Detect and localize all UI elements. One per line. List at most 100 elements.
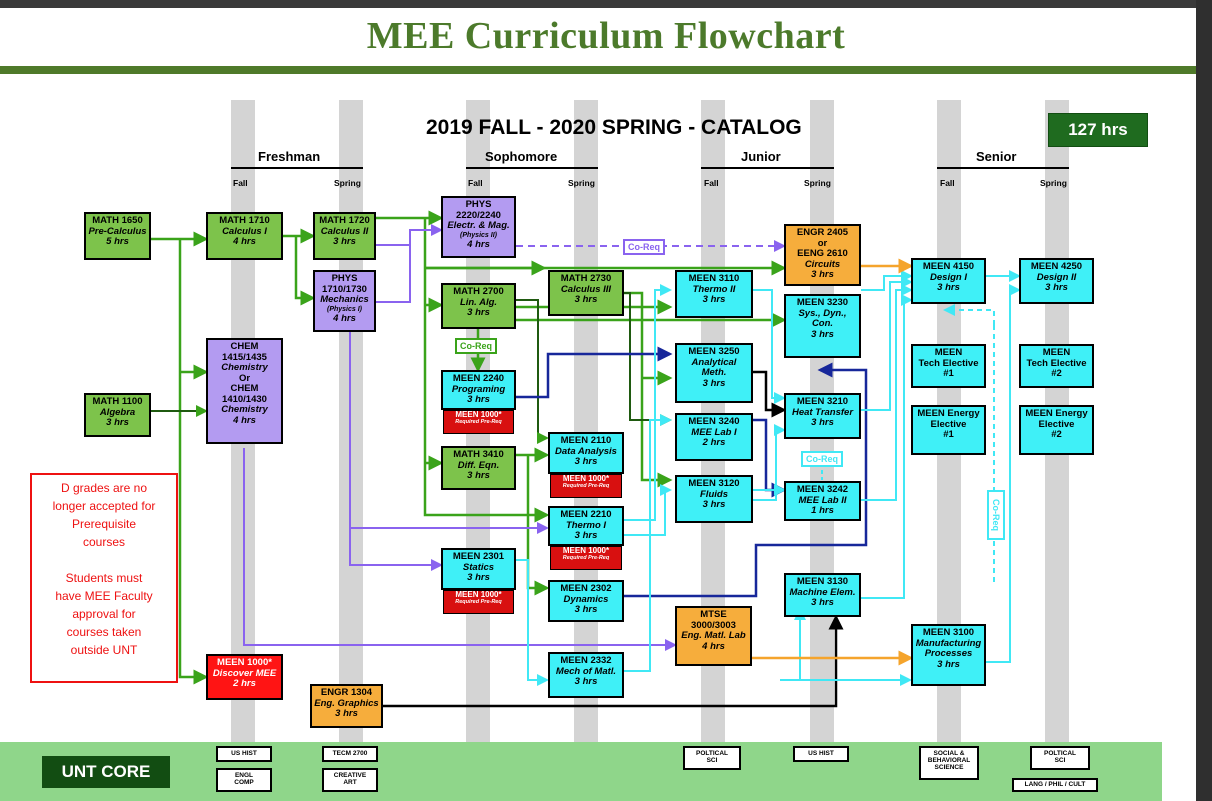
course-line: Or <box>238 372 251 384</box>
course-meen3242[interactable]: MEEN 3242 MEE Lab II 1 hrs <box>784 481 861 521</box>
coreq-label: Co-Req <box>455 338 497 354</box>
tag-code: MEEN 1000* <box>455 410 502 419</box>
course-name: Machine Elem. <box>789 586 856 598</box>
course-energy-elective-2[interactable]: MEEN Energy Elective #2 <box>1019 405 1094 455</box>
course-tech-elective-2[interactable]: MEEN Tech Elective #2 <box>1019 344 1094 388</box>
course-phys2220[interactable]: PHYS 2220/2240 Electr. & Mag. (Physics I… <box>441 196 516 258</box>
course-code: MEEN 2302 <box>560 583 612 594</box>
course-hours: 3 hrs <box>811 417 834 428</box>
course-meen2240[interactable]: MEEN 2240 Programing 3 hrs <box>441 370 516 410</box>
course-code: MEEN 3210 <box>796 396 849 407</box>
course-code: MEEN 4250 <box>1030 261 1083 272</box>
course-code: MEEN 3242 <box>796 484 849 495</box>
course-meen3100[interactable]: MEEN 3100 Manufacturing Processes 3 hrs <box>911 624 986 686</box>
year-junior: Junior <box>741 149 781 164</box>
note-line: Students must <box>65 571 143 585</box>
course-math2730[interactable]: MATH 2730 Calculus III 3 hrs <box>548 270 624 316</box>
course-meen1000[interactable]: MEEN 1000* Discover MEE 2 hrs <box>206 654 283 700</box>
core-lang: LANG / PHIL / CULT <box>1012 778 1098 792</box>
course-hours: 3 hrs <box>574 294 598 305</box>
top-bar <box>0 0 1196 8</box>
course-line: 1415/1435 <box>222 351 267 363</box>
course-hours: 2 hrs <box>233 678 256 689</box>
term-spring: Spring <box>334 178 361 188</box>
course-energy-elective-1[interactable]: MEEN Energy Elective #1 <box>911 405 986 455</box>
course-meen4250[interactable]: MEEN 4250 Design II 3 hrs <box>1019 258 1094 304</box>
course-engr1304[interactable]: ENGR 1304 Eng. Graphics 3 hrs <box>310 684 383 728</box>
course-meen2210[interactable]: MEEN 2210 Thermo I 3 hrs <box>548 506 624 546</box>
course-math1720[interactable]: MATH 1720 Calculus II 3 hrs <box>313 212 376 260</box>
course-line: Tech Elective <box>918 357 979 369</box>
course-meen3240[interactable]: MEEN 3240 MEE Lab I 2 hrs <box>675 413 753 461</box>
course-math3410[interactable]: MATH 3410 Diff. Eqn. 3 hrs <box>441 446 516 490</box>
course-math2700[interactable]: MATH 2700 Lin. Alg. 3 hrs <box>441 283 516 329</box>
course-meen3110[interactable]: MEEN 3110 Thermo II 3 hrs <box>675 270 753 318</box>
scrollbar[interactable] <box>1196 0 1212 801</box>
course-hours: 3 hrs <box>574 676 598 687</box>
course-meen2301[interactable]: MEEN 2301 Statics 3 hrs <box>441 548 516 590</box>
course-name: Electr. & Mag. <box>447 220 510 231</box>
course-hours: 3 hrs <box>574 604 598 615</box>
note-line: courses taken <box>66 625 142 639</box>
course-hours: 3 hrs <box>467 470 490 481</box>
course-name: Calculus II <box>320 225 369 237</box>
course-math1100[interactable]: MATH 1100 Algebra 3 hrs <box>84 393 151 437</box>
course-hours: 3 hrs <box>335 708 358 719</box>
year-senior: Senior <box>976 149 1017 164</box>
course-name: Processes <box>924 648 973 659</box>
course-name: Manufacturing <box>915 637 982 649</box>
course-hours: 3 hrs <box>467 572 490 583</box>
tag-code: MEEN 1000* <box>562 474 610 483</box>
course-line: Elective <box>1038 418 1075 430</box>
course-meen3250[interactable]: MEEN 3250 Analytical Meth. 3 hrs <box>675 343 753 403</box>
course-math1650[interactable]: MATH 1650 Pre-Calculus 5 hrs <box>84 212 151 260</box>
course-name: MEE Lab I <box>691 426 737 438</box>
course-line: MEEN <box>934 347 963 358</box>
course-name: Design I <box>930 271 967 283</box>
course-hours: 3 hrs <box>937 658 960 670</box>
course-meen2110[interactable]: MEEN 2110 Data Analysis 3 hrs <box>548 432 624 474</box>
course-meen3130[interactable]: MEEN 3130 Machine Elem. 3 hrs <box>784 573 861 617</box>
course-hours: 1 hrs <box>811 505 834 516</box>
tag-code: MEEN 1000* <box>562 546 610 555</box>
tag-note: Required Pre-Req <box>562 555 610 561</box>
tag-note: Required Pre-Req <box>562 483 610 489</box>
course-hours: 2 hrs <box>702 437 726 448</box>
course-chem[interactable]: CHEM 1415/1435 Chemistry Or CHEM 1410/14… <box>206 338 283 444</box>
course-code: MEEN 2110 <box>560 435 612 446</box>
course-hours: 3 hrs <box>574 530 598 541</box>
course-meen2302[interactable]: MEEN 2302 Dynamics 3 hrs <box>548 580 624 622</box>
course-code: MEEN 3100 <box>922 627 975 638</box>
course-engr2405[interactable]: ENGR 2405 or EENG 2610 Circuits 3 hrs <box>784 224 861 286</box>
course-phys1710[interactable]: PHYS 1710/1730 Mechanics (Physics I) 4 h… <box>313 270 376 332</box>
course-meen3230[interactable]: MEEN 3230 Sys., Dyn., Con. 3 hrs <box>784 294 861 358</box>
course-name: Thermo I <box>565 519 607 531</box>
course-math1710[interactable]: MATH 1710 Calculus I 4 hrs <box>206 212 283 260</box>
course-meen3210[interactable]: MEEN 3210 Heat Transfer 3 hrs <box>784 393 861 439</box>
course-name: Chemistry <box>221 362 268 373</box>
course-meen2332[interactable]: MEEN 2332 Mech of Matl. 3 hrs <box>548 652 624 698</box>
term-spring: Spring <box>568 178 595 188</box>
course-meen4150[interactable]: MEEN 4150 Design I 3 hrs <box>911 258 986 304</box>
course-mtse3000[interactable]: MTSE 3000/3003 Eng. Matl. Lab 4 hrs <box>675 606 752 666</box>
course-code: MATH 2730 <box>560 273 612 284</box>
core-creative: CREATIVE ART <box>322 768 378 792</box>
course-line: 3000/3003 <box>691 619 736 631</box>
required-prereq-tag: MEEN 1000* Required Pre-Req <box>443 590 514 614</box>
course-line: MEEN <box>1042 347 1071 358</box>
required-prereq-tag: MEEN 1000* Required Pre-Req <box>550 474 622 498</box>
course-hours: 3 hrs <box>811 597 834 608</box>
course-hours: 3 hrs <box>811 328 834 340</box>
course-tech-elective-1[interactable]: MEEN Tech Elective #1 <box>911 344 986 388</box>
coreq-label: Co-Req <box>623 239 665 255</box>
course-hours: 4 hrs <box>233 414 256 426</box>
course-sub: (Physics II) <box>460 231 497 239</box>
course-meen3120[interactable]: MEEN 3120 Fluids 3 hrs <box>675 475 753 523</box>
coreq-label: Co-Req <box>801 451 843 467</box>
course-name: Mechanics <box>320 294 369 305</box>
course-hours: 4 hrs <box>467 238 490 250</box>
coreq-label: Co-Req <box>987 490 1005 540</box>
course-code: MEEN 4150 <box>922 261 975 272</box>
course-code: MATH 1650 <box>92 215 143 226</box>
course-line: MTSE <box>700 609 727 620</box>
